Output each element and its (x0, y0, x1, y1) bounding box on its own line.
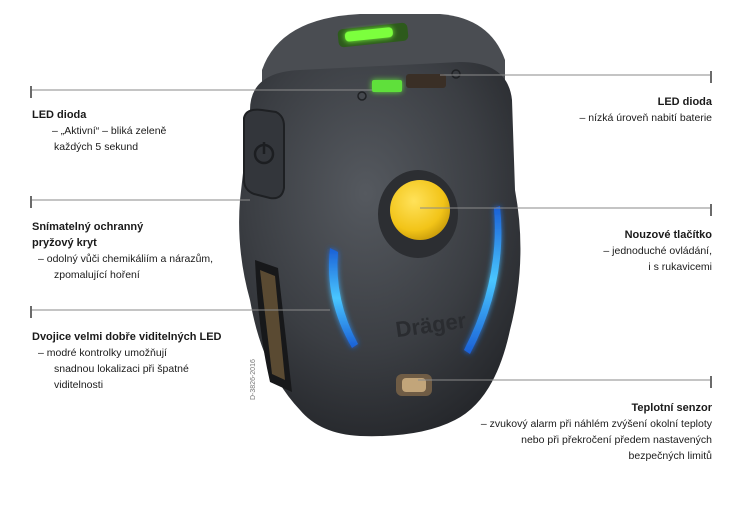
emergency-button (390, 180, 450, 240)
callout-line: každých 5 sekund (54, 141, 139, 153)
callout-line: – jednoduché ovládání, (603, 245, 712, 257)
callout-title: LED dioda (32, 109, 87, 121)
battery-led (406, 74, 446, 88)
blue-led-right (464, 206, 502, 354)
callout-line: snadnou lokalizaci při špatné (54, 363, 189, 375)
callout-temperature: Teplotní senzor – zvukový alarm při náhl… (481, 400, 712, 464)
callout-title: pryžový kryt (32, 237, 97, 249)
callout-title: Nouzové tlačítko (624, 229, 712, 241)
callout-line: – nízká úroveň nabití baterie (579, 112, 712, 124)
blue-led-left (328, 248, 358, 348)
callout-title: Dvojice velmi dobře viditelných LED (32, 331, 222, 343)
callout-line: – zvukový alarm při náhlém zvýšení okoln… (480, 418, 712, 430)
device-body (239, 62, 521, 437)
image-code: D-3826-2016 (250, 359, 257, 400)
callout-title: Snímatelný ochranný (32, 221, 144, 233)
callout-line: – modré kontrolky umožňují (38, 347, 167, 359)
callout-line: viditelnosti (54, 379, 104, 391)
callout-line: – odolný vůči chemikáliím a nárazům, (38, 253, 214, 265)
callout-led-green: LED dioda – „Aktivní“ – bliká zeleně kaž… (32, 107, 166, 155)
callout-line: zpomalující hoření (54, 269, 140, 281)
callout-led-battery: LED dioda – nízká úroveň nabití baterie (579, 94, 712, 126)
callout-line: bezpečných limitů (628, 450, 712, 462)
callout-line: – „Aktivní“ – bliká zeleně (52, 125, 167, 137)
callout-line: i s rukavicemi (648, 261, 712, 273)
callout-line: nebo při překročení předem nastavených (521, 434, 712, 446)
callout-title: LED dioda (657, 96, 712, 108)
green-led (372, 80, 402, 92)
callout-cover: Snímatelný ochranný pryžový kryt – odoln… (32, 219, 213, 283)
callout-dual-led: Dvojice velmi dobře viditelných LED – mo… (32, 329, 222, 393)
top-led-glow (344, 27, 393, 42)
callout-title: Teplotní senzor (631, 402, 712, 414)
callout-emergency: Nouzové tlačítko – jednoduché ovládání, … (603, 227, 712, 275)
